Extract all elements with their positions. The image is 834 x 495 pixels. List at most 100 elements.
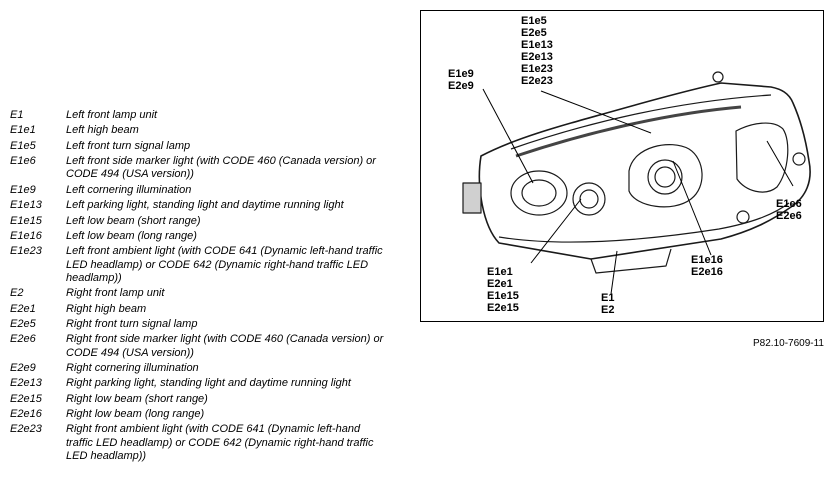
callout-e6: E1e6 E2e6 [776, 198, 802, 222]
legend-row: E2e16 Right low beam (long range) [10, 408, 400, 421]
callout-label: E2e13 [521, 51, 553, 63]
legend-desc: Left front lamp unit [66, 109, 158, 121]
legend-code: E2e16 [10, 408, 42, 421]
callout-label: E1e6 [776, 198, 802, 210]
legend-desc: Left parking light, standing light and d… [66, 199, 344, 212]
legend-row: E1 Left front lamp unit [10, 109, 400, 122]
callout-label: E1 [601, 292, 615, 304]
callout-label: E2e23 [521, 75, 553, 87]
legend-desc: Left low beam (long range) [66, 229, 197, 242]
callout-label: E2e16 [691, 266, 723, 278]
callout-label: E1e15 [487, 290, 519, 302]
leader-e16 [672, 160, 712, 256]
legend-code: E1 [10, 109, 24, 121]
legend-desc: Left front turn signal lamp [66, 139, 191, 152]
legend-row: E1e1 Left high beam [10, 124, 400, 137]
legend-desc: Left cornering illumination [66, 183, 192, 196]
housing-outline [478, 82, 811, 260]
legend-desc: Right front ambient light (with CODE 641… [66, 423, 374, 462]
legend-row: E1e13 Left parking light, standing light … [10, 199, 400, 212]
legend-row: E1e6 Left front side marker light (with C… [10, 155, 400, 181]
legend-code: E1e16 [10, 229, 42, 242]
legend-code: E1e9 [10, 183, 36, 196]
callout-e16: E1e16 E2e16 [691, 254, 723, 278]
callout-label: E2e9 [448, 80, 474, 92]
legend-row: E2e15 Right low beam (short range) [10, 393, 400, 406]
legend-row: E2e9 Right cornering illumination [10, 362, 400, 375]
legend-row: E2e5 Right front turn signal lamp [10, 318, 400, 331]
callout-label: E1e9 [448, 68, 474, 80]
legend-row: E1e23 Left front ambient light (with CODE… [10, 245, 400, 285]
legend-code: E1e5 [10, 139, 36, 152]
center-projector-lens [579, 189, 599, 209]
callout-label: E2e5 [521, 27, 547, 39]
legend-desc: Right cornering illumination [66, 361, 199, 374]
mount-bolt-bottom [736, 210, 750, 224]
callout-label: E2e6 [776, 210, 802, 222]
headlamp-figure: E1e5 E2e5 E1e13 E2e13 E1e23 E2e23 E1e9 E… [420, 10, 824, 322]
right-projector-core [654, 166, 676, 188]
legend-desc: Right front lamp unit [66, 287, 165, 300]
legend-code: E1e15 [10, 214, 42, 227]
callout-label: E1e23 [521, 63, 553, 75]
legend-code: E2e9 [10, 361, 36, 374]
callout-top: E1e5 E2e5 E1e13 E2e13 E1e23 E2e23 [521, 15, 553, 87]
legend-desc: Right high beam [66, 302, 147, 315]
legend-code: E2e5 [10, 317, 36, 330]
center-projector [572, 182, 606, 216]
legend-code: E2e6 [10, 333, 36, 346]
legend-row: E2e6 Right front side marker light (with … [10, 333, 400, 359]
legend-desc: Left front ambient light (with CODE 641 … [66, 245, 383, 284]
legend-desc: Left high beam [66, 124, 139, 137]
leader-e [610, 250, 618, 295]
legend-code: E2e15 [10, 392, 42, 405]
legend-desc: Left low beam (short range) [66, 214, 201, 227]
legend-code: E1e23 [10, 245, 42, 258]
callout-e: E1 E2 [601, 292, 614, 316]
legend-code: E2 [10, 287, 24, 300]
upper-trim-line [510, 94, 772, 150]
callout-label: E2 [601, 304, 615, 316]
side-marker-light [735, 122, 789, 193]
callout-e9: E1e9 E2e9 [448, 68, 474, 92]
headlamp-illustration [462, 71, 811, 295]
left-reflector [510, 170, 568, 216]
right-projector-lens [647, 159, 683, 195]
legend-desc: Right front turn signal lamp [66, 317, 198, 330]
callout-label: E2e1 [487, 278, 513, 290]
leader-e9 [482, 88, 534, 184]
callout-e1: E1e1 E2e1 E1e15 E2e15 [487, 266, 519, 314]
callout-label: E1e5 [521, 15, 547, 27]
callout-label: E1e13 [521, 39, 553, 51]
legend-code: E2e13 [10, 377, 42, 390]
legend-row: E1e5 Left front turn signal lamp [10, 140, 400, 153]
legend-desc: Right low beam (short range) [66, 392, 208, 405]
legend-row: E2e13 Right parking light, standing light… [10, 377, 400, 390]
callout-label: E2e15 [487, 302, 519, 314]
mount-bolt-right [792, 152, 806, 166]
legend-desc: Right front side marker light (with CODE… [66, 333, 384, 359]
base-connector [590, 248, 672, 274]
callout-label: E1e1 [487, 266, 513, 278]
leader-e6 [766, 140, 794, 187]
leader-top [540, 90, 652, 134]
callout-label: E1e16 [691, 254, 723, 266]
mount-bolt-top [712, 71, 724, 83]
legend-code: E1e13 [10, 199, 42, 212]
figure-reference: P82.10-7609-11 [753, 338, 824, 349]
legend-list: E1 Left front lamp unit E1e1 Left high bea… [10, 109, 400, 465]
legend-code: E1e6 [10, 155, 36, 168]
legend-code: E1e1 [10, 124, 36, 137]
right-projector-housing [628, 144, 703, 208]
left-reflector-inner [521, 179, 557, 207]
mount-left [462, 182, 482, 214]
led-strip [515, 105, 742, 158]
legend-desc: Right low beam (long range) [66, 408, 205, 421]
leader-e1 [530, 198, 582, 264]
legend-row: E1e16 Left low beam (long range) [10, 230, 400, 243]
legend-desc: Left front side marker light (with CODE … [66, 155, 376, 181]
legend-row: E1e9 Left cornering illumination [10, 184, 400, 197]
legend-desc: Right parking light, standing light and … [66, 377, 351, 390]
